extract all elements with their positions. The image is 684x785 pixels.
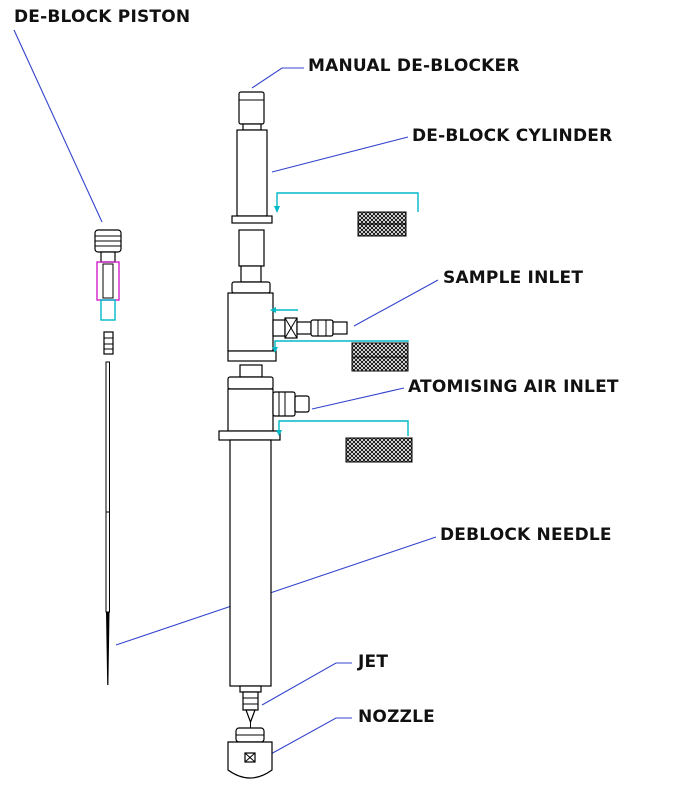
leader-atomising-air-inlet bbox=[311, 387, 405, 410]
leader-de-block-piston bbox=[13, 29, 103, 223]
de-block-cylinder bbox=[236, 129, 268, 217]
leader-lines bbox=[13, 29, 439, 761]
leader-deblock-needle bbox=[115, 536, 437, 646]
label-manual-de-blocker: MANUAL DE-BLOCKER bbox=[308, 56, 520, 76]
label-nozzle: NOZZLE bbox=[358, 707, 435, 727]
leader-manual-de-blocker bbox=[251, 67, 304, 89]
atomising-air-body bbox=[227, 388, 274, 432]
de-block-piston-assembly bbox=[94, 229, 122, 685]
main-tube bbox=[229, 439, 272, 687]
piston-seal-magenta bbox=[96, 261, 120, 301]
main-column bbox=[218, 91, 310, 779]
sample-body bbox=[227, 292, 274, 352]
seal-3 bbox=[345, 437, 413, 463]
label-atomising-air-inlet: ATOMISING AIR INLET bbox=[408, 377, 619, 397]
leader-sample-inlet bbox=[353, 279, 439, 327]
seal-components bbox=[345, 211, 413, 463]
label-jet: JET bbox=[357, 652, 388, 672]
jet bbox=[242, 691, 259, 711]
label-sample-inlet: SAMPLE INLET bbox=[443, 268, 583, 288]
flow-lines bbox=[270, 192, 419, 436]
label-de-block-piston: DE-BLOCK PISTON bbox=[14, 7, 190, 27]
atomising-air-fitting bbox=[272, 391, 296, 417]
leader-nozzle bbox=[259, 717, 352, 761]
leader-de-block-cylinder bbox=[271, 136, 409, 173]
piston-rod-cyan bbox=[100, 299, 116, 321]
label-deblock-needle: DEBLOCK NEEDLE bbox=[440, 525, 612, 545]
leader-jet bbox=[261, 662, 352, 706]
deblock-needle bbox=[105, 361, 110, 613]
label-de-block-cylinder: DE-BLOCK CYLINDER bbox=[412, 126, 612, 146]
manual-de-blocker bbox=[238, 91, 265, 125]
sample-inlet-fitting bbox=[272, 317, 348, 339]
